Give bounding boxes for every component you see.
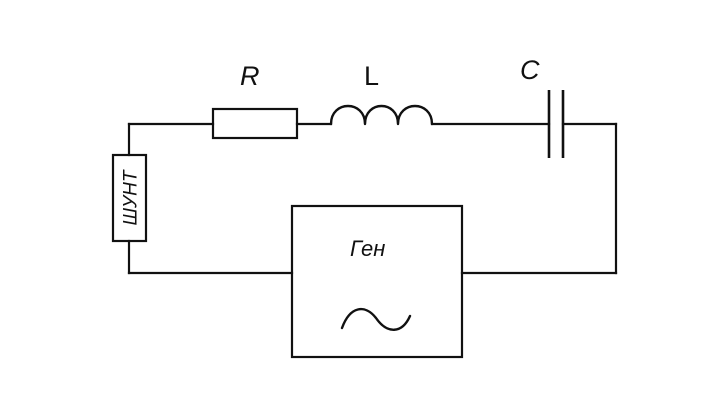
sine-wave-icon bbox=[340, 308, 412, 331]
capacitor-label: C bbox=[520, 55, 540, 85]
inductor-label: L bbox=[364, 61, 379, 91]
generator-label: Ген bbox=[350, 236, 385, 261]
resistor-body bbox=[211, 107, 299, 140]
shunt-label: ШУНТ bbox=[121, 169, 142, 225]
generator-box bbox=[290, 204, 464, 359]
inductor-coil bbox=[329, 104, 434, 126]
shunt-body bbox=[111, 153, 148, 243]
resistor-label: R bbox=[240, 61, 260, 91]
